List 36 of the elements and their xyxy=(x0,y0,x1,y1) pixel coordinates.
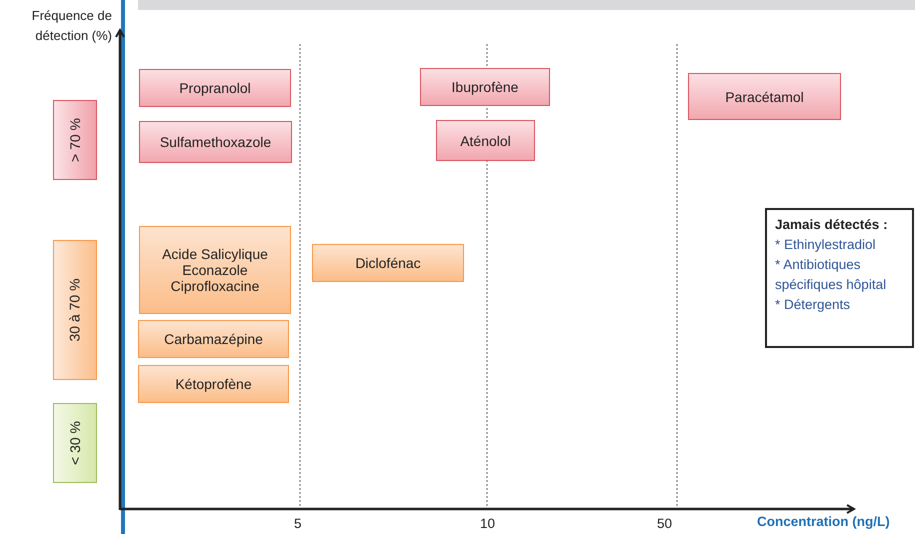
band-label: < 30 % xyxy=(67,421,83,465)
substance-name: Carbamazépine xyxy=(164,331,263,347)
substance-name: Kétoprofène xyxy=(175,376,252,392)
substance-name: Ibuprofène xyxy=(452,79,518,95)
substance-name: Acide Salicylique xyxy=(162,246,268,262)
note-item: * Détergents xyxy=(775,296,850,314)
tick-label: 50 xyxy=(657,516,672,531)
band-label: 30 à 70 % xyxy=(67,278,83,342)
frequency-band xyxy=(53,403,97,483)
note-box xyxy=(765,208,914,348)
frequency-band xyxy=(53,240,97,380)
substance-name: Aténolol xyxy=(460,132,511,148)
substance-box xyxy=(139,69,291,107)
frequency-band xyxy=(53,100,97,180)
substance-box xyxy=(436,120,535,161)
tick-label: 5 xyxy=(294,516,302,531)
substance-name: Propranolol xyxy=(179,80,251,96)
substance-box xyxy=(420,68,550,106)
substance-name: Diclofénac xyxy=(355,255,421,271)
substance-box xyxy=(688,73,841,120)
substance-box xyxy=(138,320,289,358)
note-item: * Antibiotiques spécifiques hôpital xyxy=(775,256,888,294)
axis-title: Fréquence de détection (%) xyxy=(30,7,112,45)
tick-label: 10 xyxy=(480,516,496,531)
substance-box xyxy=(139,121,292,163)
axis-title: Concentration (ng/L) xyxy=(757,514,890,529)
substance-name: Paracétamol xyxy=(725,88,804,104)
band-label: > 70 % xyxy=(67,118,83,162)
substance-box xyxy=(139,226,291,314)
substance-name: Sulfamethoxazole xyxy=(160,134,272,150)
substance-name: Econazole xyxy=(182,262,248,278)
note-heading: Jamais détectés : xyxy=(775,216,888,234)
substance-box xyxy=(138,365,289,403)
substance-box xyxy=(312,244,464,282)
note-item: * Ethinylestradiol xyxy=(775,236,876,254)
substance-name: Ciprofloxacine xyxy=(170,278,260,294)
